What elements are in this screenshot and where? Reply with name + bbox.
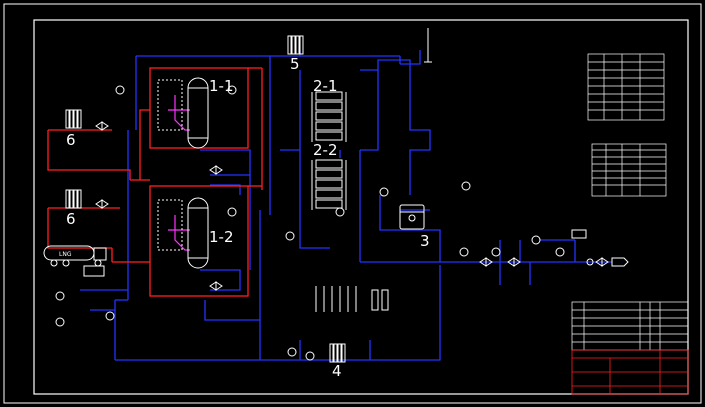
vent-stack-icon [424, 28, 432, 63]
tank-truck-icon [43, 245, 107, 267]
valve-icon [595, 257, 609, 267]
pressure-gauge-icon [105, 311, 115, 321]
pressure-gauge-icon [459, 247, 469, 257]
unloading-pump [83, 265, 105, 277]
pressure-gauge-icon [531, 235, 541, 245]
label-tank-1-2: 1-2 [209, 228, 234, 246]
pressure-gauge-icon [305, 351, 315, 361]
label-truck: LNG [59, 251, 72, 258]
storage-tank-1-1 [187, 77, 209, 149]
fin-vaporizer-icon [329, 343, 346, 363]
label-vaporizer-6b: 6 [66, 210, 76, 228]
valve-icon [95, 121, 109, 131]
valve-icon [507, 257, 521, 267]
pressure-gauge-icon [285, 231, 295, 241]
pressure-gauge-icon [586, 258, 594, 266]
pressure-gauge-icon [287, 347, 297, 357]
pressure-gauge-icon [227, 85, 237, 95]
pressure-gauge-icon [491, 247, 501, 257]
metering-box [571, 229, 587, 239]
vaporizer-2-1 [311, 91, 347, 142]
inner-frame [33, 19, 689, 395]
fin-vaporizer-icon [65, 109, 82, 129]
valve-icon [209, 281, 223, 291]
pressure-gauge-icon [55, 291, 65, 301]
vaporizer-2-2 [311, 159, 347, 210]
instrument-column [315, 286, 389, 312]
valve-icon [479, 257, 493, 267]
pressure-gauge-icon [55, 317, 65, 327]
label-vaporizer-2-1: 2-1 [313, 77, 338, 95]
fin-vaporizer-icon [65, 189, 82, 209]
legend-table-symbols [587, 53, 665, 121]
label-heater-5: 5 [290, 55, 300, 73]
storage-tank-1-2 [187, 197, 209, 269]
pressure-gauge-icon [227, 207, 237, 217]
valve-icon [95, 199, 109, 209]
equipment-list-table [571, 301, 689, 351]
legend-table-instruments [591, 143, 667, 197]
heater-3 [399, 204, 425, 230]
pressure-gauge-icon [115, 85, 125, 95]
pressure-gauge-icon [379, 187, 389, 197]
valve-icon [209, 165, 223, 175]
label-vaporizer-6a: 6 [66, 131, 76, 149]
pressure-gauge-icon [335, 207, 345, 217]
label-heater-4: 4 [332, 362, 342, 380]
red-piping [47, 67, 263, 297]
outer-frame [3, 3, 702, 404]
pressure-gauge-icon [461, 181, 471, 191]
label-vaporizer-2-2: 2-2 [313, 141, 338, 159]
equipment [43, 28, 629, 363]
title-block [571, 349, 689, 395]
blue-piping [80, 50, 612, 361]
label-tank-1-1: 1-1 [209, 77, 234, 95]
label-heater-3: 3 [420, 232, 430, 250]
pressure-gauge-icon [555, 247, 565, 257]
magenta-piping [168, 95, 190, 251]
outlet-flag-icon [611, 257, 629, 267]
fin-vaporizer-icon [287, 35, 304, 55]
